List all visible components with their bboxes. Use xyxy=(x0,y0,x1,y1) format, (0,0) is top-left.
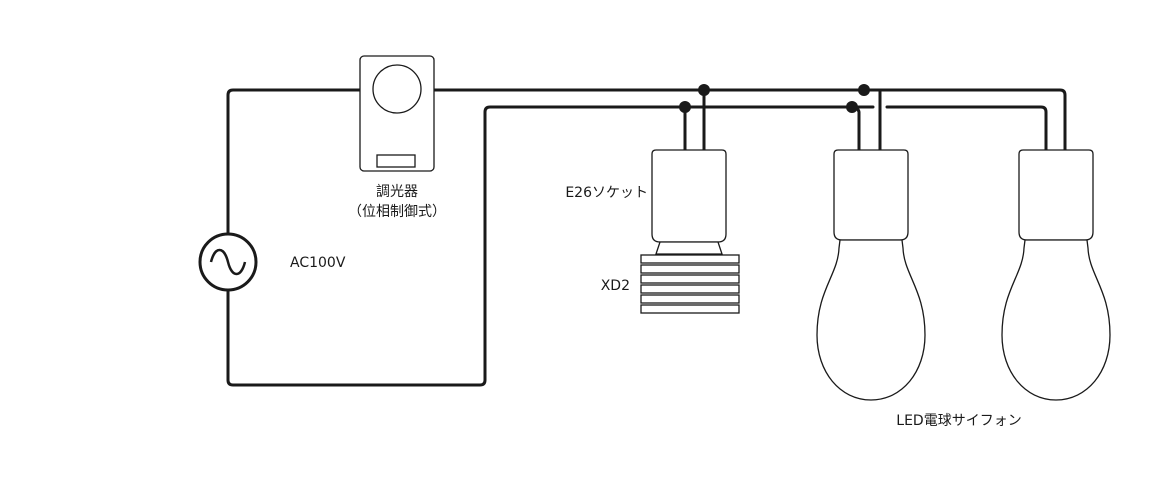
led-bulb-icon xyxy=(816,149,926,401)
xd2-heatsink-icon xyxy=(640,254,740,314)
junctions xyxy=(679,84,870,113)
dimmer-label: 調光器 xyxy=(376,184,418,200)
wire-line-1-top-bus xyxy=(226,88,1067,236)
dimmer-type-label: （位相制御式） xyxy=(348,204,446,220)
wire-junction-dot-icon xyxy=(698,84,710,96)
wire-junction-dot-icon xyxy=(858,84,870,96)
ac-sine-source-icon xyxy=(198,232,258,292)
wires xyxy=(226,88,1067,387)
wire-middle-lamp-drop-a xyxy=(850,105,861,152)
led-bulb-icon xyxy=(1001,149,1111,401)
wire-middle-lamp-drop-b xyxy=(862,88,882,152)
e26-socket-icon xyxy=(651,149,727,255)
wire-right-lamp-return xyxy=(885,105,1048,154)
wire-line-2-return-bus xyxy=(226,105,875,387)
wire-junction-dot-icon xyxy=(679,101,691,113)
wire-junction-dot-icon xyxy=(846,101,858,113)
source-label: AC100V xyxy=(290,255,346,271)
dimmer-switch-icon xyxy=(359,55,435,172)
bulbs-label: LED電球サイフォン xyxy=(896,413,1021,429)
socket-label: E26ソケット xyxy=(565,185,648,201)
xd2-label: XD2 xyxy=(601,278,630,294)
